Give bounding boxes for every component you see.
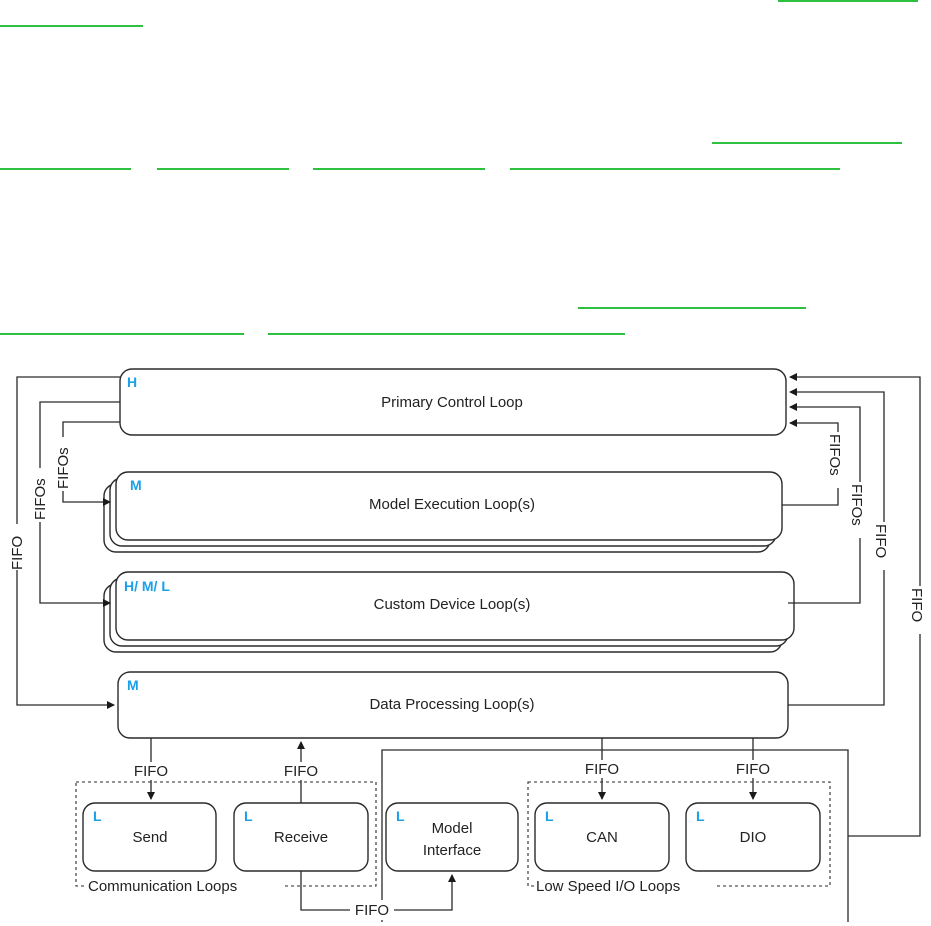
left-outer-fifo-label: FIFO [9, 536, 26, 570]
communication-loops-label: Communication Loops [88, 878, 237, 895]
link-underline-1[interactable] [778, 0, 918, 2]
receive-label: Receive [274, 829, 328, 846]
fifo-to-can-label: FIFO [585, 761, 619, 778]
link-underline-2[interactable] [0, 25, 143, 27]
io-region-outline [381, 749, 849, 922]
left-middle-fifos-label: FIFOs [32, 478, 49, 520]
link-underline-5[interactable] [157, 168, 289, 170]
model-execution-loop: M Model Execution Loop(s) [103, 471, 783, 553]
primary-priority: H [127, 374, 137, 390]
primary-control-loop: H Primary Control Loop [119, 368, 787, 436]
fifo-to-send-label: FIFO [134, 763, 168, 780]
model-interface-priority: L [396, 808, 405, 824]
receive-priority: L [244, 808, 253, 824]
left-fifo-connectors: FIFO FIFOs FIFOs [6, 376, 120, 709]
low-speed-io-group: Low Speed I/O Loops L CAN L DIO [527, 781, 831, 895]
model-exec-priority: M [130, 477, 142, 493]
link-underline-9[interactable] [0, 333, 244, 335]
model-interface-loop: L Model Interface [385, 802, 519, 872]
model-exec-label: Model Execution Loop(s) [369, 496, 535, 513]
right-outer-fifo-label: FIFO [872, 524, 889, 558]
send-loop [82, 802, 217, 872]
link-underline-10[interactable] [268, 333, 625, 335]
link-underline-6[interactable] [313, 168, 485, 170]
send-priority: L [93, 808, 102, 824]
custom-device-label: Custom Device Loop(s) [374, 596, 531, 613]
model-interface-label-line1: Model [432, 820, 473, 837]
send-label: Send [132, 829, 167, 846]
custom-device-priority: H/ M/ L [124, 578, 170, 594]
link-underline-3[interactable] [712, 142, 902, 144]
can-loop [534, 802, 670, 872]
right-fifo-connectors: FIFOs FIFOs FIFO FIFO [782, 373, 930, 837]
dio-label: DIO [740, 829, 767, 846]
can-priority: L [545, 808, 554, 824]
low-speed-io-label: Low Speed I/O Loops [536, 878, 680, 895]
model-interface-label-line2: Interface [423, 842, 481, 859]
dio-loop [685, 802, 821, 872]
fifo-bottom-label: FIFO [355, 902, 389, 919]
data-processing-priority: M [127, 677, 139, 693]
right-inner-fifos-label: FIFOs [826, 434, 843, 476]
link-underline-8[interactable] [578, 307, 806, 309]
custom-device-loop: H/ M/ L Custom Device Loop(s) [103, 571, 795, 653]
right-middle-fifos-label: FIFOs [848, 484, 865, 526]
right-far-fifo-label: FIFO [908, 588, 925, 622]
left-inner-fifos-label: FIFOs [55, 447, 72, 489]
primary-label: Primary Control Loop [381, 394, 523, 411]
can-label: CAN [586, 829, 618, 846]
fifo-from-receive-label: FIFO [284, 763, 318, 780]
link-underline-7[interactable] [510, 168, 840, 170]
communication-loops-group: Communication Loops L Send L Receive [75, 781, 377, 895]
fifo-to-dio-label: FIFO [736, 761, 770, 778]
data-processing-label: Data Processing Loop(s) [369, 696, 534, 713]
dio-priority: L [696, 808, 705, 824]
link-underline-4[interactable] [0, 168, 131, 170]
data-processing-loop: M Data Processing Loop(s) [117, 671, 789, 739]
